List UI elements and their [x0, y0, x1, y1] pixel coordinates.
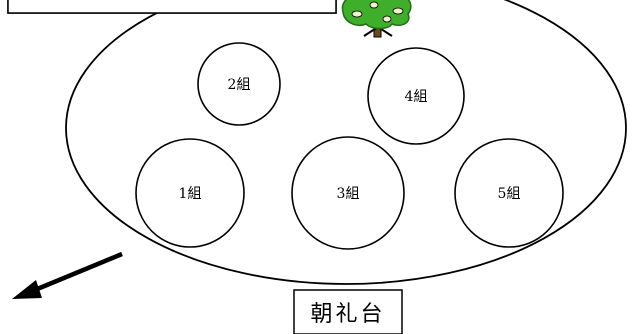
group-3: 3組: [291, 136, 405, 250]
top-left-box-cover: [7, 0, 337, 14]
tree-icon: [341, 0, 412, 38]
assembly-area-ellipse: [65, 0, 627, 285]
group-2: 2組: [197, 42, 281, 126]
group-label: 1組: [179, 186, 202, 202]
podium-label: 朝礼台: [310, 302, 385, 327]
group-1: 1組: [135, 138, 245, 248]
group-label: 2組: [228, 77, 251, 93]
group-label: 3組: [337, 186, 360, 202]
arrow-icon: [12, 251, 123, 299]
group-4: 4組: [367, 47, 465, 145]
podium-box: 朝礼台: [293, 289, 403, 334]
group-label: 5組: [498, 186, 521, 202]
group-label: 4組: [405, 89, 428, 105]
group-5: 5組: [454, 138, 564, 248]
